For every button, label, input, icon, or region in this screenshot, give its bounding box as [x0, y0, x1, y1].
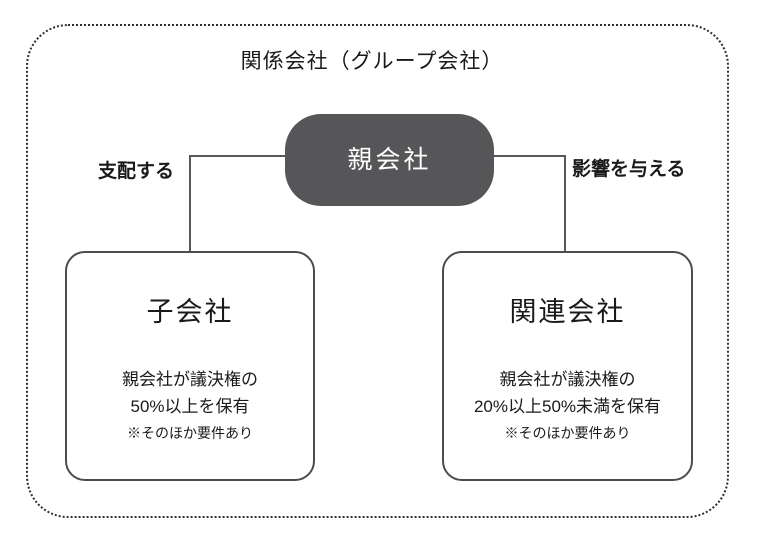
edge-label-control: 支配する [98, 161, 175, 182]
affiliate-line-2: 20%以上50%未満を保有 [473, 397, 662, 416]
affiliate-description: 親会社が議決権の 20%以上50%未満を保有 ※そのほか要件あり [474, 366, 661, 446]
subsidiary-title: 子会社 [146, 297, 234, 327]
subsidiary-line-2: 50%以上を保有 [130, 397, 250, 416]
subsidiary-note: ※そのほか要件あり [127, 425, 253, 441]
subsidiary-line-1: 親会社が議決権の [122, 370, 258, 389]
edge-label-influence: 影響を与える [572, 159, 686, 180]
subsidiary-description: 親会社が議決権の 50%以上を保有 ※そのほか要件あり [122, 366, 258, 446]
parent-company-node: 親会社 [285, 114, 494, 206]
affiliate-node: 関連会社 親会社が議決権の 20%以上50%未満を保有 ※そのほか要件あり [442, 251, 693, 481]
affiliate-note: ※そのほか要件あり [504, 425, 631, 441]
affiliate-line-1: 親会社が議決権の [499, 370, 636, 389]
diagram-title: 関係会社（グループ会社） [240, 50, 504, 73]
parent-company-label: 親会社 [347, 145, 432, 174]
affiliate-title: 関連会社 [509, 297, 626, 327]
subsidiary-node: 子会社 親会社が議決権の 50%以上を保有 ※そのほか要件あり [65, 251, 315, 481]
group-boundary-dotted-border [26, 24, 729, 518]
